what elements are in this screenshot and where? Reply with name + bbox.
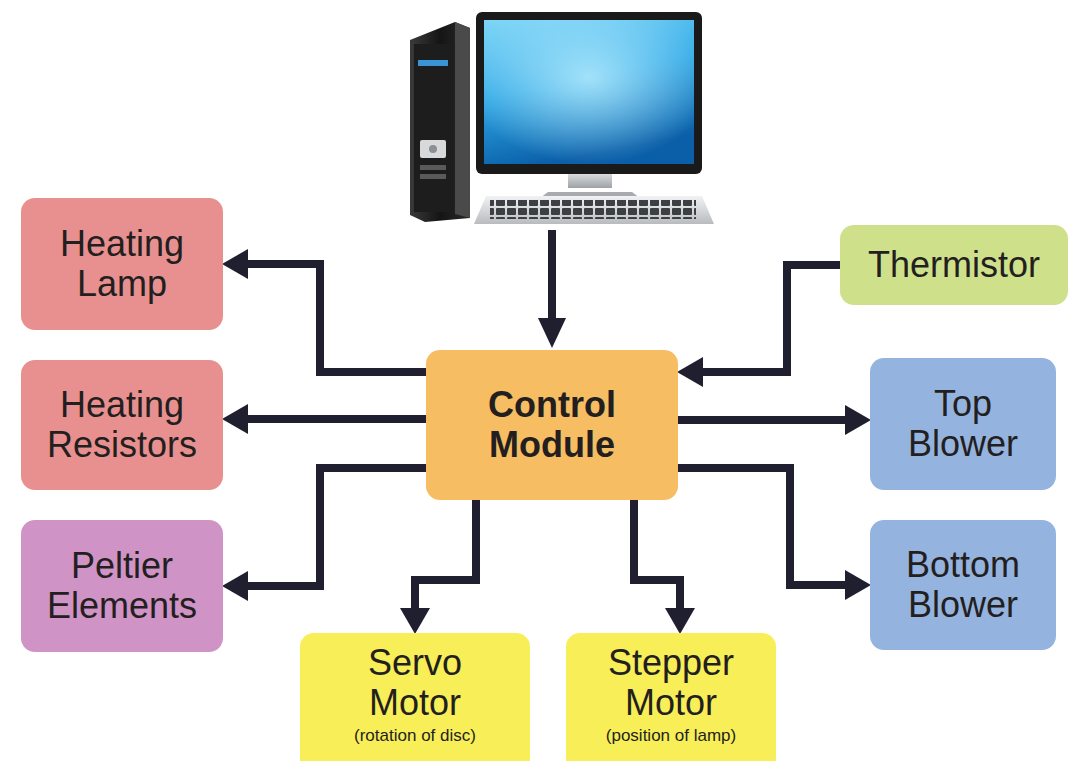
arrow-connector [678, 468, 845, 585]
output-box: Top Blower [870, 358, 1056, 490]
output-box: Heating Resistors [21, 360, 223, 490]
box-label: Heating Resistors [32, 385, 212, 466]
motor-box: Stepper Motor (position of lamp) [566, 633, 776, 761]
keyboard [474, 196, 714, 224]
text-group: Thermistor [862, 239, 1046, 291]
text-group: Servo Motor (rotation of disc) [334, 633, 496, 761]
box-label: Servo Motor [340, 643, 490, 724]
arrow-connector [248, 264, 426, 372]
arrow-connector [415, 500, 476, 608]
arrow-connector [634, 500, 680, 608]
input-arrow [538, 230, 566, 348]
text-group: Heating Resistors [26, 379, 218, 472]
output-box: Bottom Blower [870, 520, 1056, 650]
text-group: Heating Lamp [26, 218, 218, 311]
box-label: Peltier Elements [32, 546, 212, 627]
text-group: Top Blower [873, 378, 1053, 471]
controller-box: Control Module [426, 350, 678, 500]
box-label: Thermistor [868, 245, 1040, 285]
box-note: (rotation of disc) [354, 726, 476, 745]
output-box: Heating Lamp [21, 198, 223, 330]
arrow-connector [248, 415, 426, 423]
text-group: Control Module [431, 379, 673, 472]
motor-box: Servo Motor (rotation of disc) [300, 633, 530, 761]
box-label: Heating Lamp [32, 224, 212, 305]
output-box: Peltier Elements [21, 520, 223, 652]
box-label: Top Blower [879, 384, 1047, 465]
pc-tower [410, 22, 470, 222]
box-label: Control Module [437, 385, 667, 466]
arrow-connector [703, 265, 840, 372]
box-label: Bottom Blower [879, 545, 1047, 626]
arrow-connector [678, 416, 845, 424]
text-group: Peltier Elements [26, 540, 218, 633]
arrow-connector [248, 468, 426, 586]
box-note: (position of lamp) [606, 726, 736, 745]
box-label: Stepper Motor [596, 643, 746, 724]
text-group: Stepper Motor (position of lamp) [590, 633, 752, 761]
monitor [476, 12, 702, 198]
sensor-box: Thermistor [840, 225, 1068, 305]
text-group: Bottom Blower [873, 539, 1053, 632]
